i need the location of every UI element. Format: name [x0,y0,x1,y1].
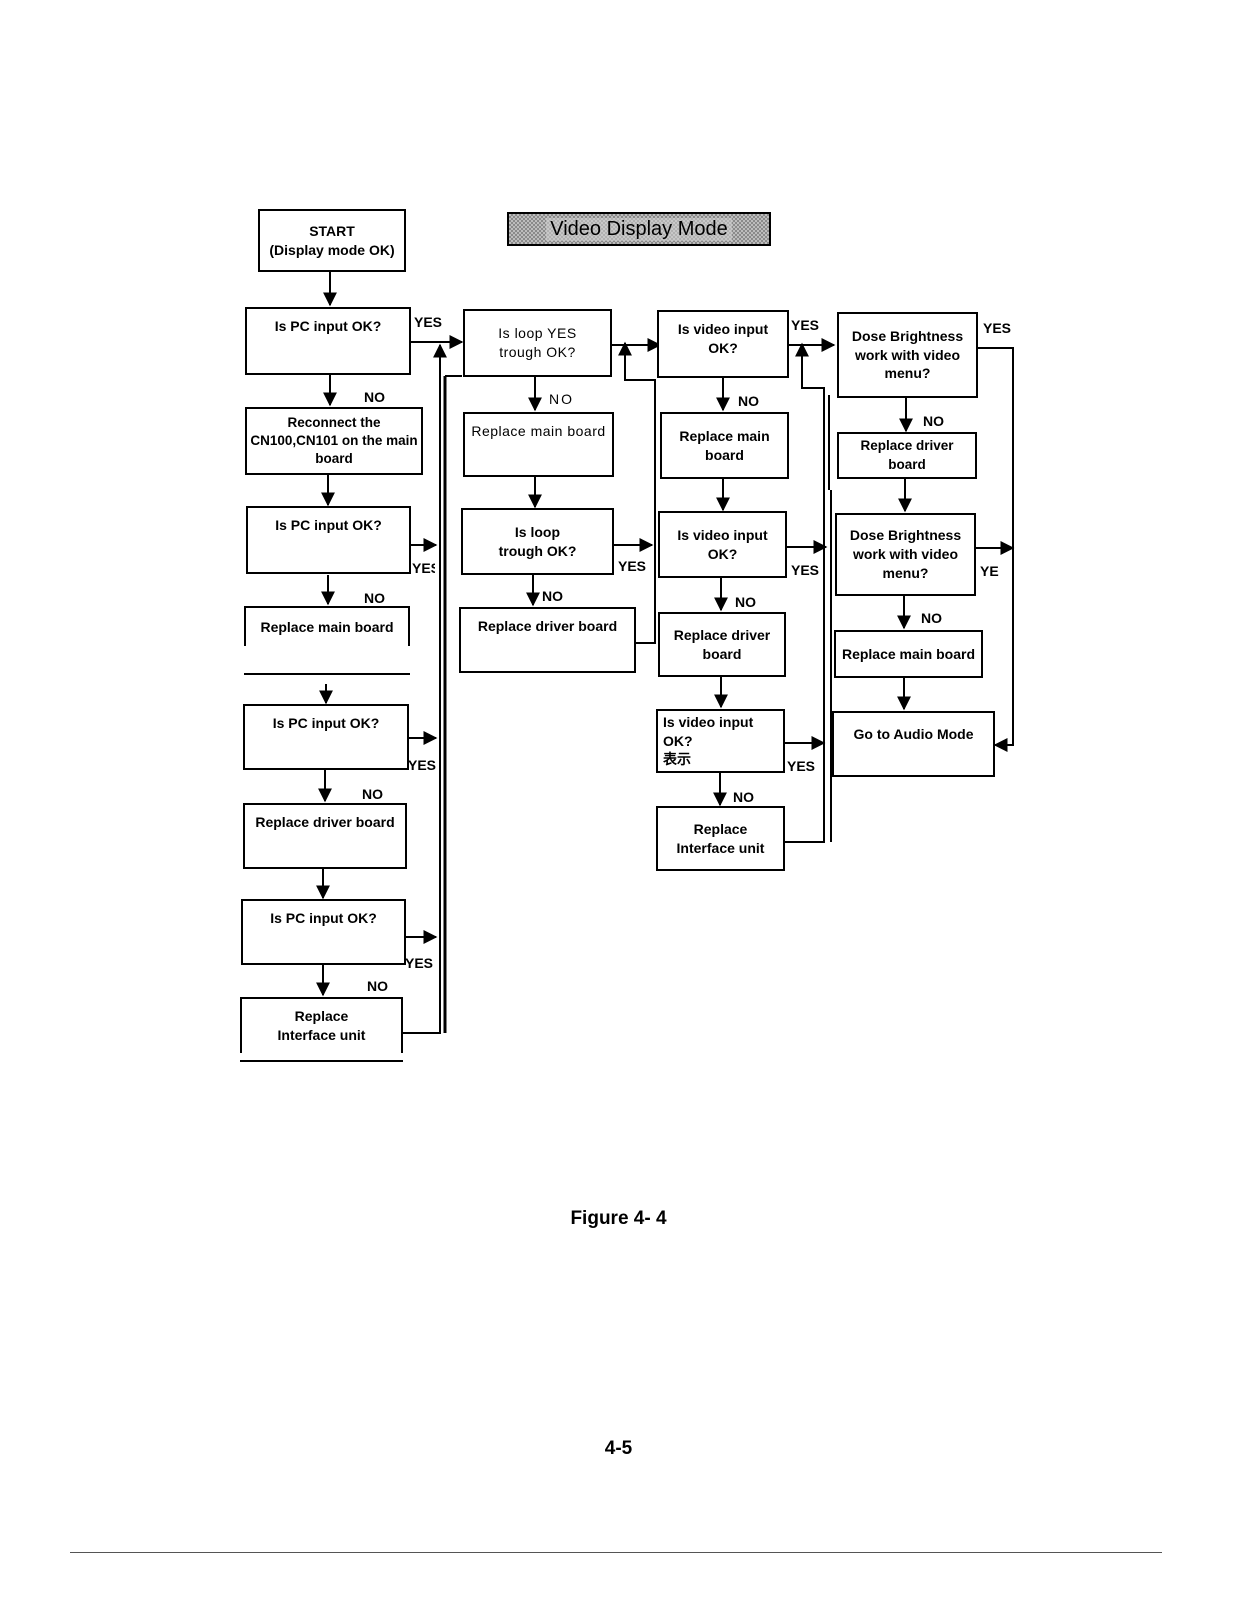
reconnect-node: Reconnect the CN100,CN101 on the main bo… [245,407,423,475]
replace-driver-board-d: Replace driver board [837,432,977,479]
yes-label-pc4: YES [405,955,434,971]
brightness-check-2: Dose Brightness work with video menu? [835,513,976,596]
yes-label-video3: YES [787,758,816,774]
replace-main-board-b: Replace main board [463,412,614,477]
pc-input-check-1: Is PC input OK? [245,307,411,375]
no-label-pc1: NO [364,389,385,405]
yes-label-pc3: YES [408,757,437,773]
audio-mode-node: Go to Audio Mode [832,711,995,777]
arrow-brightness1-yes [978,347,1014,752]
replace-driver-board-c: Replace driver board [658,612,786,677]
replace-interface-unit-a: Replace Interface unit [240,997,403,1053]
title-text: Video Display Mode [546,217,732,241]
video-input-check-1: Is video input OK? [657,310,789,378]
loop-trough-check-1: Is loop YES trough OK? [463,309,612,377]
yes-label-pc1: YES [414,314,443,330]
replace-driver-board-b: Replace driver board [459,607,636,673]
figure-caption: Figure 4- 4 [570,1208,667,1229]
replace-main-board-d: Replace main board [834,630,983,678]
replace-main-board-a: Replace main board [244,606,410,646]
no-label-pc4: NO [367,978,388,994]
video-input-check-3: Is video input OK? 表示 [656,709,785,773]
no-label-loop2: NO [542,588,563,604]
no-label-video2: NO [735,594,756,610]
yes-label-video2: YES [791,562,820,578]
start-node: START (Display mode OK) [258,209,406,272]
no-label-loop1: NO [549,391,574,407]
no-label-brightness1: NO [923,413,944,429]
no-label-video1: NO [738,393,759,409]
no-label-brightness2: NO [921,610,942,626]
pc-input-check-4: Is PC input OK? [241,899,406,965]
page-number: 4-5 [604,1438,633,1459]
replace-driver-board-a: Replace driver board [243,803,407,869]
loop-trough-check-2: Is loop trough OK? [461,508,614,575]
brightness-check-1: Dose Brightness work with video menu? [837,312,978,398]
replace-interface-unit-b: Replace Interface unit [656,806,785,871]
yes-label-brightness1: YES [983,320,1012,336]
return-line-interface-a [403,343,447,1034]
video-input-check-2: Is video input OK? [658,511,787,578]
yes-label-loop2: YES [618,558,647,574]
replace-main-board-c: Replace main board [660,412,789,479]
yes-label-brightness2: YE [980,563,999,579]
title-banner: Video Display Mode [507,212,771,246]
no-label-video3: NO [733,789,754,805]
footer-rule [70,1552,1162,1553]
no-label-pc3: NO [362,786,383,802]
yes-label-pc2: YES [412,560,435,576]
return-line-driver-b [618,341,656,644]
pc-input-check-3: Is PC input OK? [243,704,409,770]
return-line-interface-b [785,342,825,843]
pc-input-check-2: Is PC input OK? [246,506,411,574]
yes-label-video1: YES [791,317,820,333]
no-label-pc2: NO [364,590,385,606]
